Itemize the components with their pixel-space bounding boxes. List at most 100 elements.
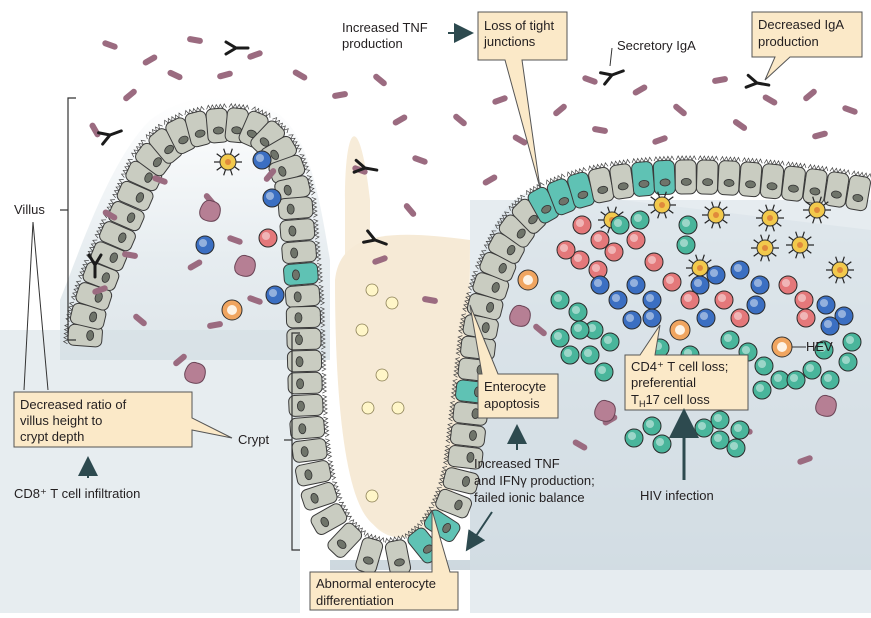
lumen-vesicle [356,324,368,336]
tnf-ifn-line2: and IFNγ production; [474,473,595,488]
enterocyte [291,437,331,463]
enterocyte-body [450,423,486,448]
hev-label: HEV [806,339,833,354]
svg-text:preferential: preferential [631,375,696,390]
enterocyte-body [802,168,827,205]
blue-cell-highlight [754,279,762,287]
teal-cell-highlight [682,219,690,227]
hev-lumen [675,325,685,335]
teal-cell-highlight [564,349,572,357]
teal-cell-highlight [734,424,742,432]
bacterium [592,126,609,135]
macrophage [816,395,837,416]
teal-cell-highlight [714,434,722,442]
enterocyte-body [289,416,325,440]
enterocyte-nucleus [745,180,756,188]
enterocyte-body [760,163,784,199]
lumen-vesicle [386,297,398,309]
enterocyte [631,157,655,197]
bacterium [651,134,668,145]
bacterium [166,69,183,81]
enterocyte-body [631,161,655,197]
blue-cell-highlight [700,312,708,320]
svg-text:villus height to: villus height to [20,413,102,428]
teal-cell-highlight [806,364,814,372]
bacterium [292,68,309,81]
red-cell-highlight [560,244,568,252]
teal-cell-highlight [628,432,636,440]
svg-text:Increased TNF: Increased TNF [342,20,428,35]
enterocyte-body [739,162,763,198]
enterocyte [289,416,329,440]
enterocyte [760,159,785,199]
cd4-line2: preferential [631,375,696,390]
teal-cell-highlight [574,324,582,332]
svg-text:Increased TNF: Increased TNF [474,456,560,471]
enterocyte-body [280,218,316,242]
enterocyte [287,350,326,372]
svg-text:failed ionic balance: failed ionic balance [474,490,585,505]
red-cell-highlight [782,279,790,287]
teal-cell-highlight [842,356,850,364]
teal-cell-highlight [774,374,782,382]
lumen-vesicle [392,402,404,414]
decreased-ratio-line1: Decreased ratio of [20,397,127,412]
hev-lumen [227,305,237,315]
bacterium [732,118,749,132]
lumen-vesicle [366,490,378,502]
bacterium [246,49,263,60]
increased-tnf-line2: production [342,36,403,51]
enterocyte [281,240,321,264]
abnormal-line2: differentiation [316,593,394,608]
teal-cell-highlight [584,349,592,357]
enterocyte-body [288,372,323,394]
iga-molecule [99,125,124,144]
iga-molecule [601,65,626,84]
enterocyte-body [675,160,696,194]
blue-cell-highlight [820,299,828,307]
decreased-ratio-line2: villus height to [20,413,102,428]
enterocyte-body [384,539,411,576]
enterocyte [288,394,327,417]
bacterium [581,74,598,85]
teal-cell-highlight [554,294,562,302]
lumen-vesicle [376,369,388,381]
dendritic-nucleus [225,159,231,165]
enterocyte-nucleus [86,330,94,340]
tight-junctions-line1: Loss of tight [484,18,554,33]
enterocyte-nucleus [296,357,303,367]
tnf-ifn-line1: Increased TNF [474,456,560,471]
macrophage [235,255,256,276]
decreased-iga-callout: Decreased IgA production [752,12,862,80]
macrophage [595,400,616,421]
dendritic-nucleus [837,267,843,273]
enterocyte [278,196,318,220]
enterocyte [286,306,325,328]
svg-text:and IFNγ production;: and IFNγ production; [474,473,595,488]
teal-cell-highlight [714,414,722,422]
dendritic-nucleus [797,242,803,248]
teal-cell-highlight [680,239,688,247]
bacterium [403,202,418,218]
teal-cell-highlight [656,438,664,446]
teal-cell-highlight [758,360,766,368]
svg-text:Enterocyte: Enterocyte [484,379,546,394]
enterocyte-nucleus [295,313,302,323]
red-cell-highlight [262,232,270,240]
bacterium [101,39,118,50]
blue-cell-highlight [734,264,742,272]
blue-cell-highlight [646,312,654,320]
hev-lumen [777,342,787,352]
enterocyte [717,156,740,195]
tnf-ifn-line3: failed ionic balance [474,490,585,505]
bacterium [491,94,508,105]
dendritic-nucleus [659,202,665,208]
bacterium [411,154,428,165]
enterocyte-nucleus [296,379,303,389]
dendritic-nucleus [762,245,768,251]
svg-text:crypt depth: crypt depth [20,429,84,444]
enterocyte-body [285,284,321,308]
cd4-line3-rest: 17 cell loss [645,392,710,407]
blue-cell-highlight [612,294,620,302]
bacterium [452,113,468,128]
